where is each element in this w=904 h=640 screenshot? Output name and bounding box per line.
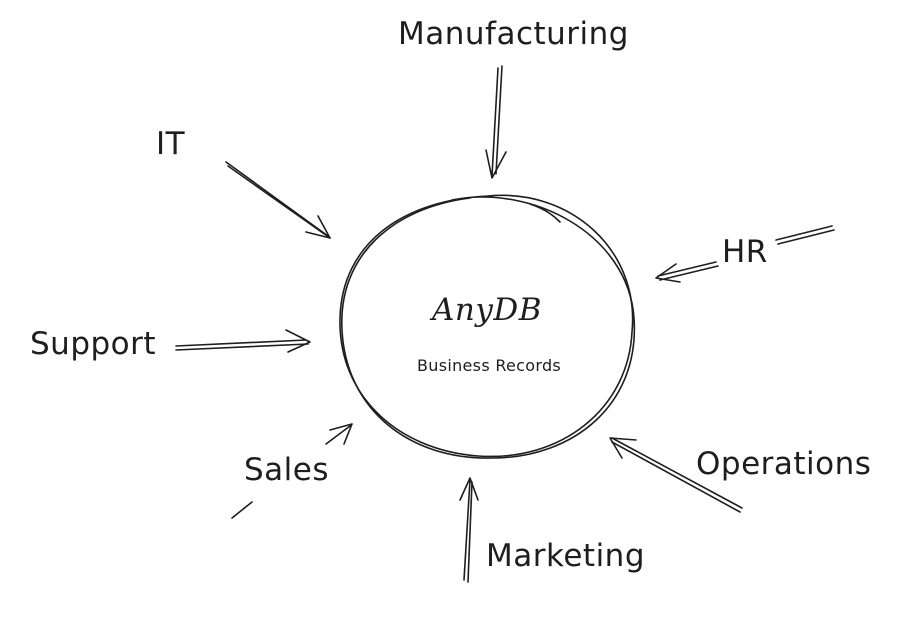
label-sales: Sales [244, 452, 330, 488]
label-marketing: Marketing [486, 538, 646, 574]
arrow-hr [655, 225, 835, 283]
label-hr: HR [722, 234, 768, 270]
arrow-manufacturing [485, 65, 507, 179]
arrow-sales [231, 423, 353, 519]
database-circle [339, 194, 636, 459]
label-it: IT [156, 126, 186, 162]
database-subtitle: Business Records [417, 356, 562, 375]
arrow-operations [609, 437, 743, 513]
arrow-it [225, 161, 331, 239]
label-support: Support [30, 326, 157, 362]
arrow-support [175, 329, 311, 353]
label-manufacturing: Manufacturing [398, 16, 629, 52]
label-operations: Operations [696, 446, 872, 482]
arrow-marketing [459, 477, 479, 583]
database-title: AnyDB [432, 292, 543, 328]
